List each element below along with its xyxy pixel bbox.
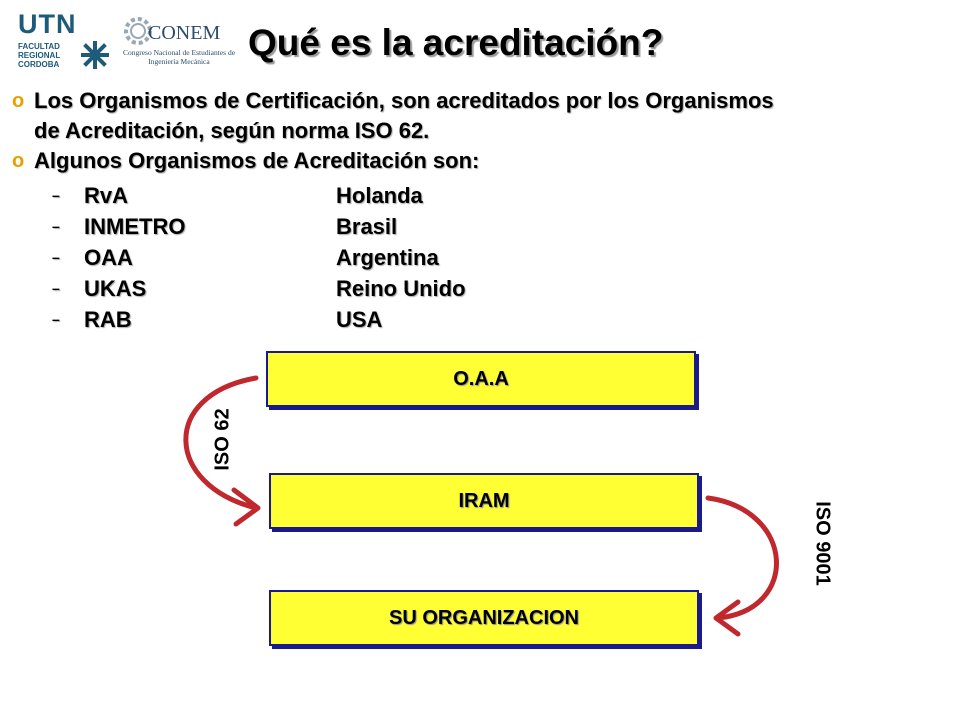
page-title: Qué es la acreditación? xyxy=(248,22,664,63)
iso62-label: ISO 62 xyxy=(211,408,234,471)
conem-logo: CONEM Congreso Nacional de Estudiantes d… xyxy=(118,12,238,70)
arrow-head-right-icon xyxy=(713,599,741,637)
organization-country: Brasil xyxy=(336,214,398,239)
utn-logo-line-3: CORDOBA xyxy=(18,60,60,69)
iso9001-label: ISO 9001 xyxy=(811,501,834,586)
organization-country: Argentina xyxy=(336,245,439,270)
dash-marker: – xyxy=(52,280,60,296)
bullet-1-line-2: de Acreditación, según norma ISO 62. xyxy=(34,118,430,143)
organization-name: UKAS xyxy=(84,276,147,301)
bullet-list: o Los Organismos de Certificación, son a… xyxy=(12,86,952,176)
bullet-marker-icon: o xyxy=(12,90,25,112)
organization-name: RvA xyxy=(84,183,129,208)
gear-icon xyxy=(124,17,152,45)
arrow-iso9001 xyxy=(705,495,779,637)
utn-logo: UTN FACULTAD REGIONAL CORDOBA xyxy=(18,10,113,70)
diagram-box-oaa: O.A.A xyxy=(266,351,696,407)
bullet-marker-icon: o xyxy=(12,150,25,172)
organization-country: Reino Unido xyxy=(336,276,466,301)
organization-country: USA xyxy=(336,307,383,332)
utn-emblem-icon xyxy=(81,41,109,69)
organization-name: RAB xyxy=(84,307,132,332)
arrow-curve-right xyxy=(705,495,779,621)
diagram-box-organization: SU ORGANIZACION xyxy=(269,590,699,646)
dash-marker: – xyxy=(52,187,60,203)
organization-name: OAA xyxy=(84,245,133,270)
utn-logo-line-2: REGIONAL xyxy=(18,51,61,60)
dash-marker: – xyxy=(52,218,60,234)
dash-marker: – xyxy=(52,311,60,327)
conem-logo-subtitle: Congreso Nacional de Estudiantes de Inge… xyxy=(122,48,236,66)
diagram-box-iram: IRAM xyxy=(269,473,699,529)
bullet-item-2: o Algunos Organismos de Acreditación son… xyxy=(12,146,952,176)
organization-country: Holanda xyxy=(336,183,423,208)
dash-marker: – xyxy=(52,249,60,265)
utn-logo-name: UTN xyxy=(18,9,77,39)
utn-logo-line-1: FACULTAD xyxy=(18,42,60,51)
bullet-item-1: o Los Organismos de Certificación, son a… xyxy=(12,86,952,146)
bullet-2-line-1: Algunos Organismos de Acreditación son: xyxy=(34,148,480,173)
bullet-1-line-1: Los Organismos de Certificación, son acr… xyxy=(34,88,774,113)
conem-logo-name: CONEM xyxy=(148,22,221,44)
organization-name: INMETRO xyxy=(84,214,186,239)
arrow-head-left-icon xyxy=(231,487,261,527)
